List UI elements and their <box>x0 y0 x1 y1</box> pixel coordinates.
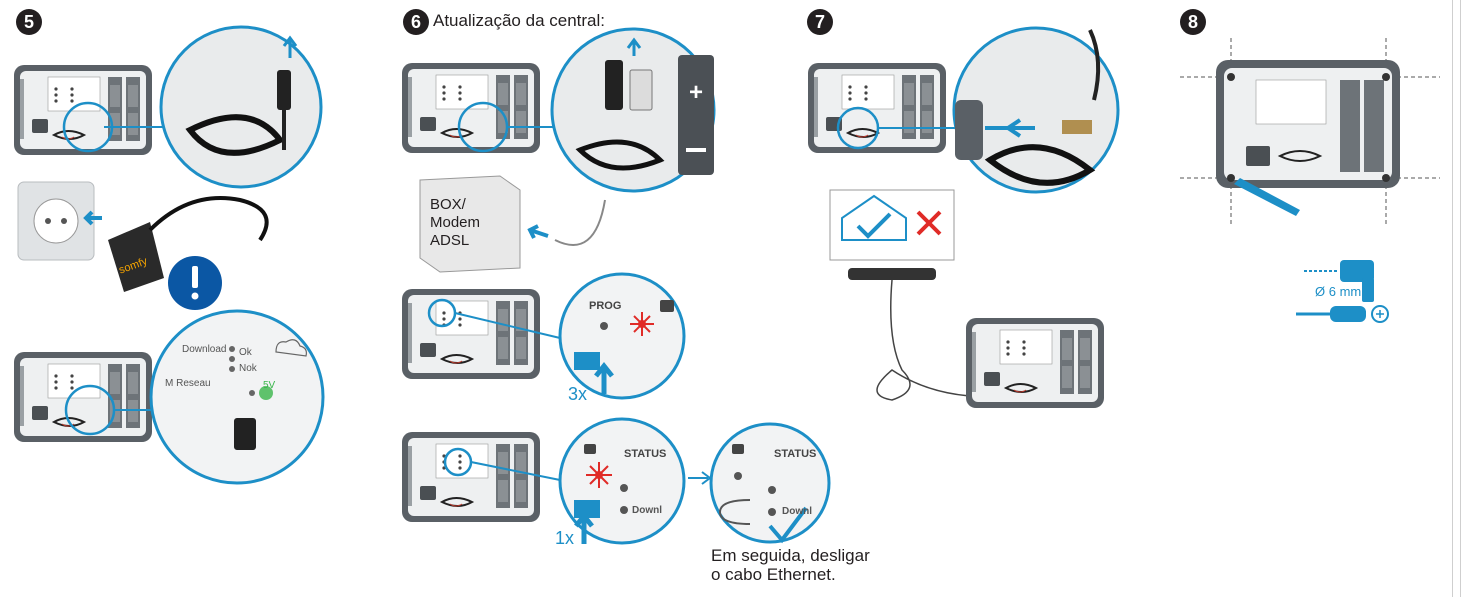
step6-zoom-status-before <box>558 417 686 545</box>
status-label-after: STATUS <box>774 448 817 460</box>
step6-zoom-status-after <box>709 422 831 544</box>
no-wifi-house-icon <box>829 189 955 261</box>
nok-label: Nok <box>239 363 257 374</box>
step6-hub-1 <box>401 62 541 154</box>
step-6-badge: 6 <box>403 9 429 35</box>
alert-icon <box>168 256 222 310</box>
step7-hub-bottom <box>965 317 1105 409</box>
drill-icon <box>1304 260 1374 302</box>
download-label-after: Downl <box>782 506 812 517</box>
step6-zoom-prog <box>558 272 686 400</box>
step-6-title: Atualização da central: <box>433 11 605 30</box>
download-label-before: Downl <box>632 505 662 516</box>
page-divider-2 <box>1460 0 1461 597</box>
ok-label: Ok <box>239 347 252 358</box>
step6-hub-3 <box>401 431 541 523</box>
download-label: Download <box>182 344 227 355</box>
step6-hub-2 <box>401 288 541 380</box>
step-6-caption: Em seguida, desligar o cabo Ethernet. <box>711 546 870 584</box>
step-5-badge: 5 <box>16 9 42 35</box>
prog-press-count: 3x <box>568 384 588 404</box>
step5-zoom-bottom <box>149 309 325 485</box>
step5-power-adapter: somfy <box>108 196 269 292</box>
step5-outlet <box>17 181 102 261</box>
step-8-badge: 8 <box>1180 9 1206 35</box>
step5-hub-bottom <box>13 351 153 443</box>
io-press-count: 1x <box>555 528 575 548</box>
step-7-badge: 7 <box>807 9 833 35</box>
reseau-label: M Reseau <box>165 378 211 389</box>
antenna <box>848 268 1048 401</box>
status-label: STATUS <box>624 448 667 460</box>
step5-hub-top <box>13 64 153 156</box>
box-modem-label: BOX/ Modem ADSL <box>430 196 481 249</box>
screwdriver-icon <box>1296 305 1389 323</box>
step7-hub-top <box>807 62 947 154</box>
step7-zoom-antenna <box>952 26 1120 194</box>
page-divider <box>1452 0 1453 597</box>
pencil-icon <box>1234 178 1300 216</box>
svg-text:+: + <box>689 79 703 106</box>
step6-zoom-ethernet: + <box>550 27 716 193</box>
5v-label: 5V <box>263 380 276 391</box>
prog-label: PROG <box>589 300 622 312</box>
step5-zoom-top <box>159 25 323 189</box>
drill-size-label: Ø 6 mm <box>1315 284 1362 299</box>
box-modem <box>419 175 606 273</box>
step8-hub <box>1216 60 1400 188</box>
